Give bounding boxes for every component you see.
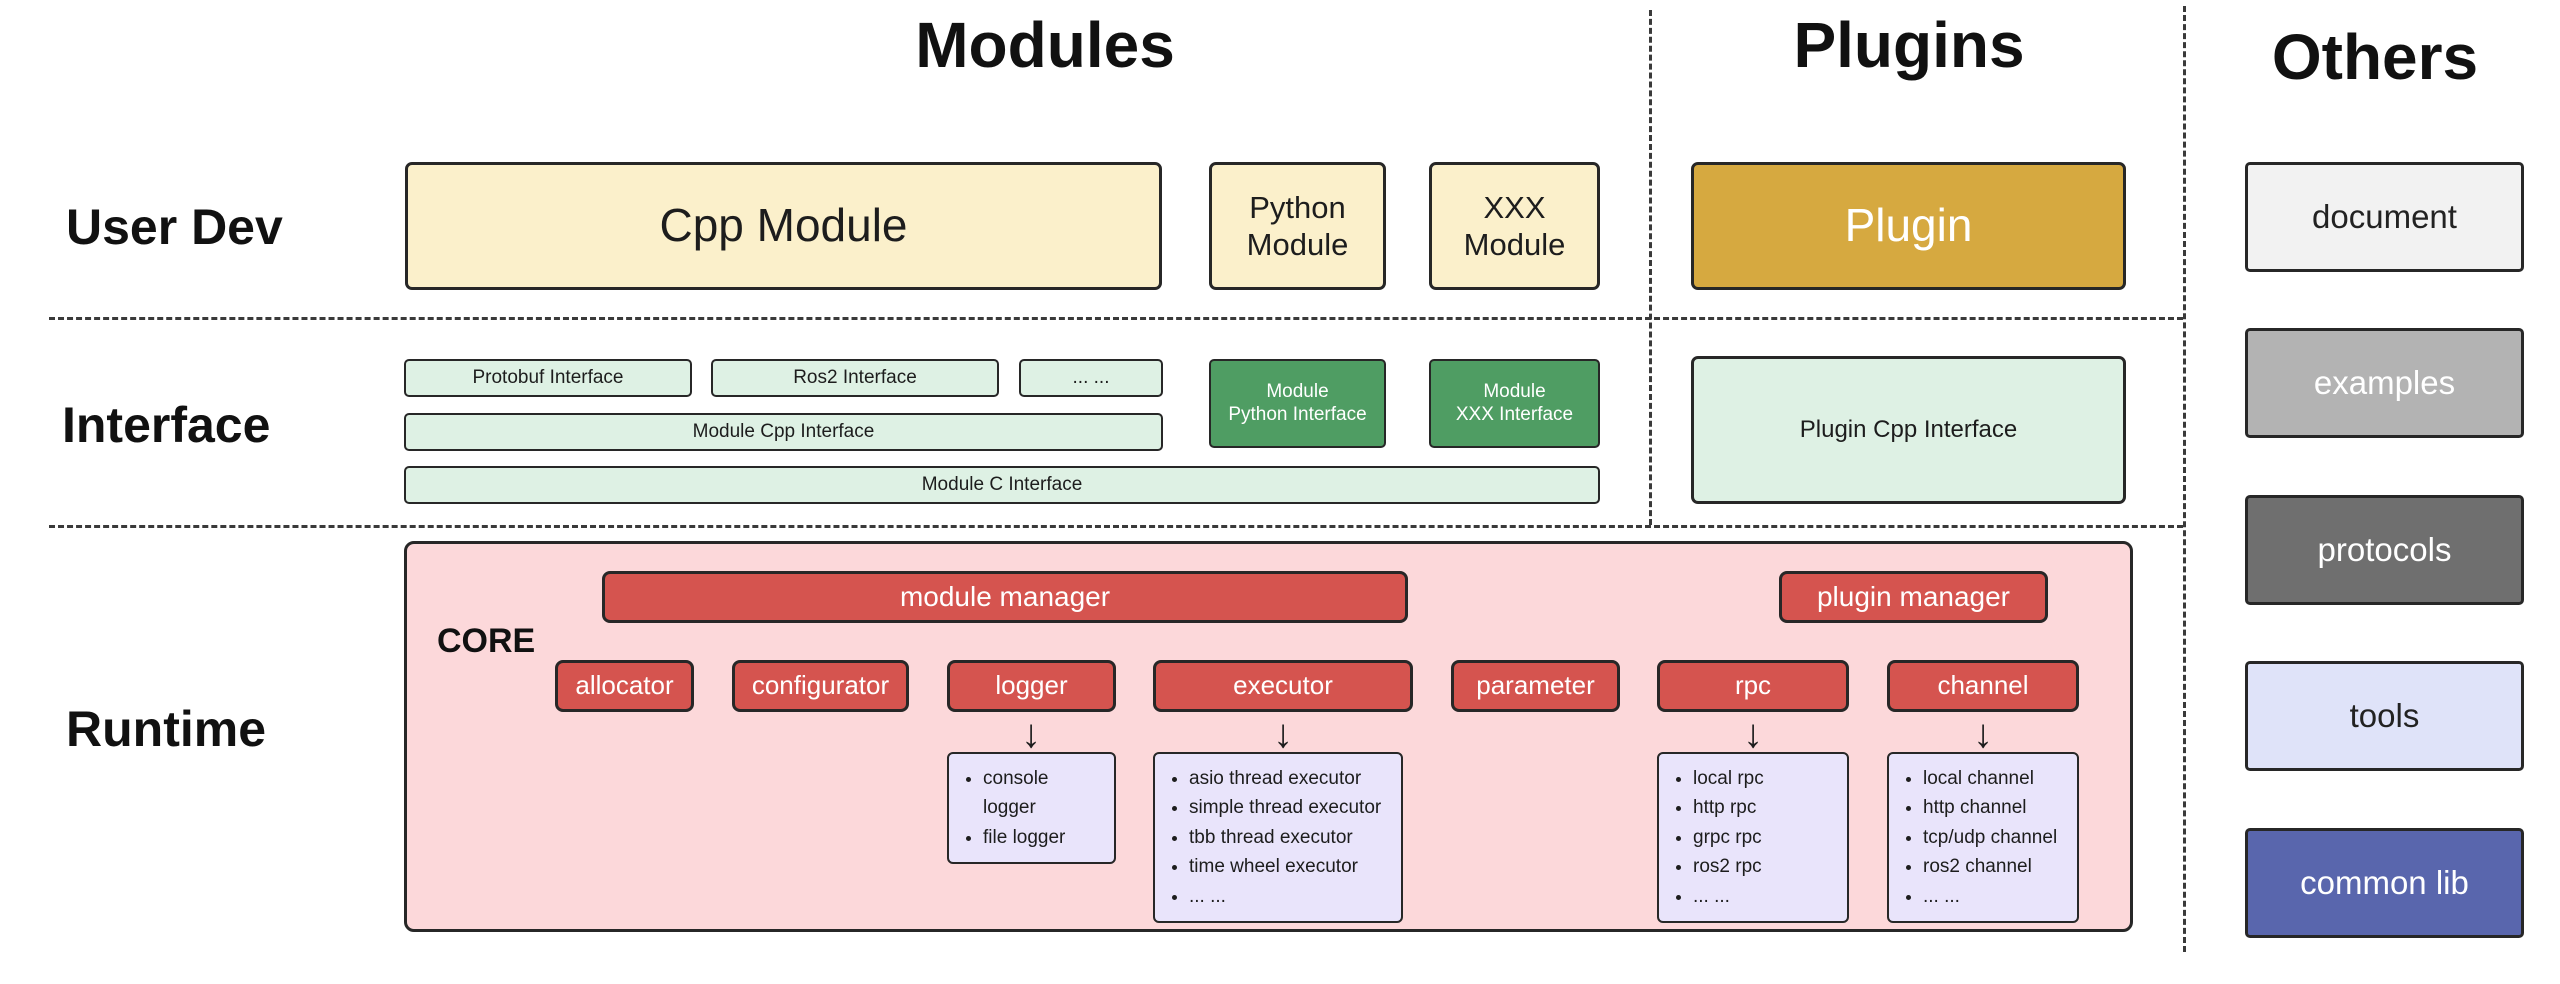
list-item: ros2 rpc [1693,852,1837,881]
plugin-cpp-interface-box: Plugin Cpp Interface [1691,356,2126,504]
python-module-box: Python Module [1209,162,1386,290]
row-label-runtime: Runtime [66,701,266,757]
other-interface-ellipsis-box: ... ... [1019,359,1163,397]
down-arrow-icon: ↓ [1273,712,1293,756]
list-item: ... ... [1693,882,1837,911]
logger-impl-list: console loggerfile logger [947,752,1116,865]
down-arrow-icon: ↓ [1021,712,1041,756]
module-xxx-interface-box: Module XXX Interface [1429,359,1600,448]
others-protocols-box: protocols [2245,495,2524,605]
list-item: local channel [1923,764,2067,793]
down-arrow-icon: ↓ [1743,712,1763,756]
xxx-module-box: XXX Module [1429,162,1600,290]
module-cpp-interface-box: Module Cpp Interface [404,413,1163,451]
plugin-box: Plugin [1691,162,2126,290]
list-item: local rpc [1693,764,1837,793]
logger-impl-items: console loggerfile logger [949,754,1114,862]
others-document-box: document [2245,162,2524,272]
protobuf-interface-box: Protobuf Interface [404,359,692,397]
rpc-impl-items: local rpchttp rpcgrpc rpcros2 rpc... ... [1659,754,1847,921]
list-item: asio thread executor [1189,764,1391,793]
rpc-impl-list: local rpchttp rpcgrpc rpcros2 rpc... ... [1657,752,1849,924]
component-configurator: configurator [732,660,909,712]
row-label-interface: Interface [62,397,271,453]
core-label: CORE [437,622,536,660]
divider-modules-plugins [1649,10,1652,525]
list-item: http channel [1923,793,2067,822]
channel-impl-items: local channelhttp channeltcp/udp channel… [1889,754,2077,921]
list-item: ros2 channel [1923,852,2067,881]
module-c-interface-box: Module C Interface [404,466,1600,504]
list-item: ... ... [1923,882,2067,911]
list-item: grpc rpc [1693,823,1837,852]
executor-impl-list: asio thread executorsimple thread execut… [1153,752,1403,924]
others-common-lib-box: common lib [2245,828,2524,938]
down-arrow-icon: ↓ [1973,712,1993,756]
others-tools-box: tools [2245,661,2524,771]
ros2-interface-box: Ros2 Interface [711,359,999,397]
list-item: console logger [983,764,1104,823]
component-executor: executor [1153,660,1413,712]
list-item: simple thread executor [1189,793,1391,822]
cpp-module-box: Cpp Module [405,162,1162,290]
module-manager-box: module manager [602,571,1408,623]
list-item: tcp/udp channel [1923,823,2067,852]
row-label-user-dev: User Dev [66,199,283,255]
list-item: http rpc [1693,793,1837,822]
component-rpc: rpc [1657,660,1849,712]
list-item: tbb thread executor [1189,823,1391,852]
list-item: time wheel executor [1189,852,1391,881]
channel-impl-list: local channelhttp channeltcp/udp channel… [1887,752,2079,924]
others-examples-box: examples [2245,328,2524,438]
component-logger: logger [947,660,1116,712]
component-channel: channel [1887,660,2079,712]
list-item: file logger [983,823,1104,852]
list-item: ... ... [1189,882,1391,911]
modules-section-title: Modules [915,9,1175,81]
component-allocator: allocator [555,660,694,712]
module-python-interface-box: Module Python Interface [1209,359,1386,448]
plugin-manager-box: plugin manager [1779,571,2048,623]
divider-interface-runtime [49,525,2183,528]
component-parameter: parameter [1451,660,1620,712]
divider-plugins-others [2183,6,2186,952]
others-section-title: Others [2271,21,2479,93]
executor-impl-items: asio thread executorsimple thread execut… [1155,754,1401,921]
divider-userdev-interface [49,317,2183,320]
plugins-section-title: Plugins [1793,9,2025,81]
